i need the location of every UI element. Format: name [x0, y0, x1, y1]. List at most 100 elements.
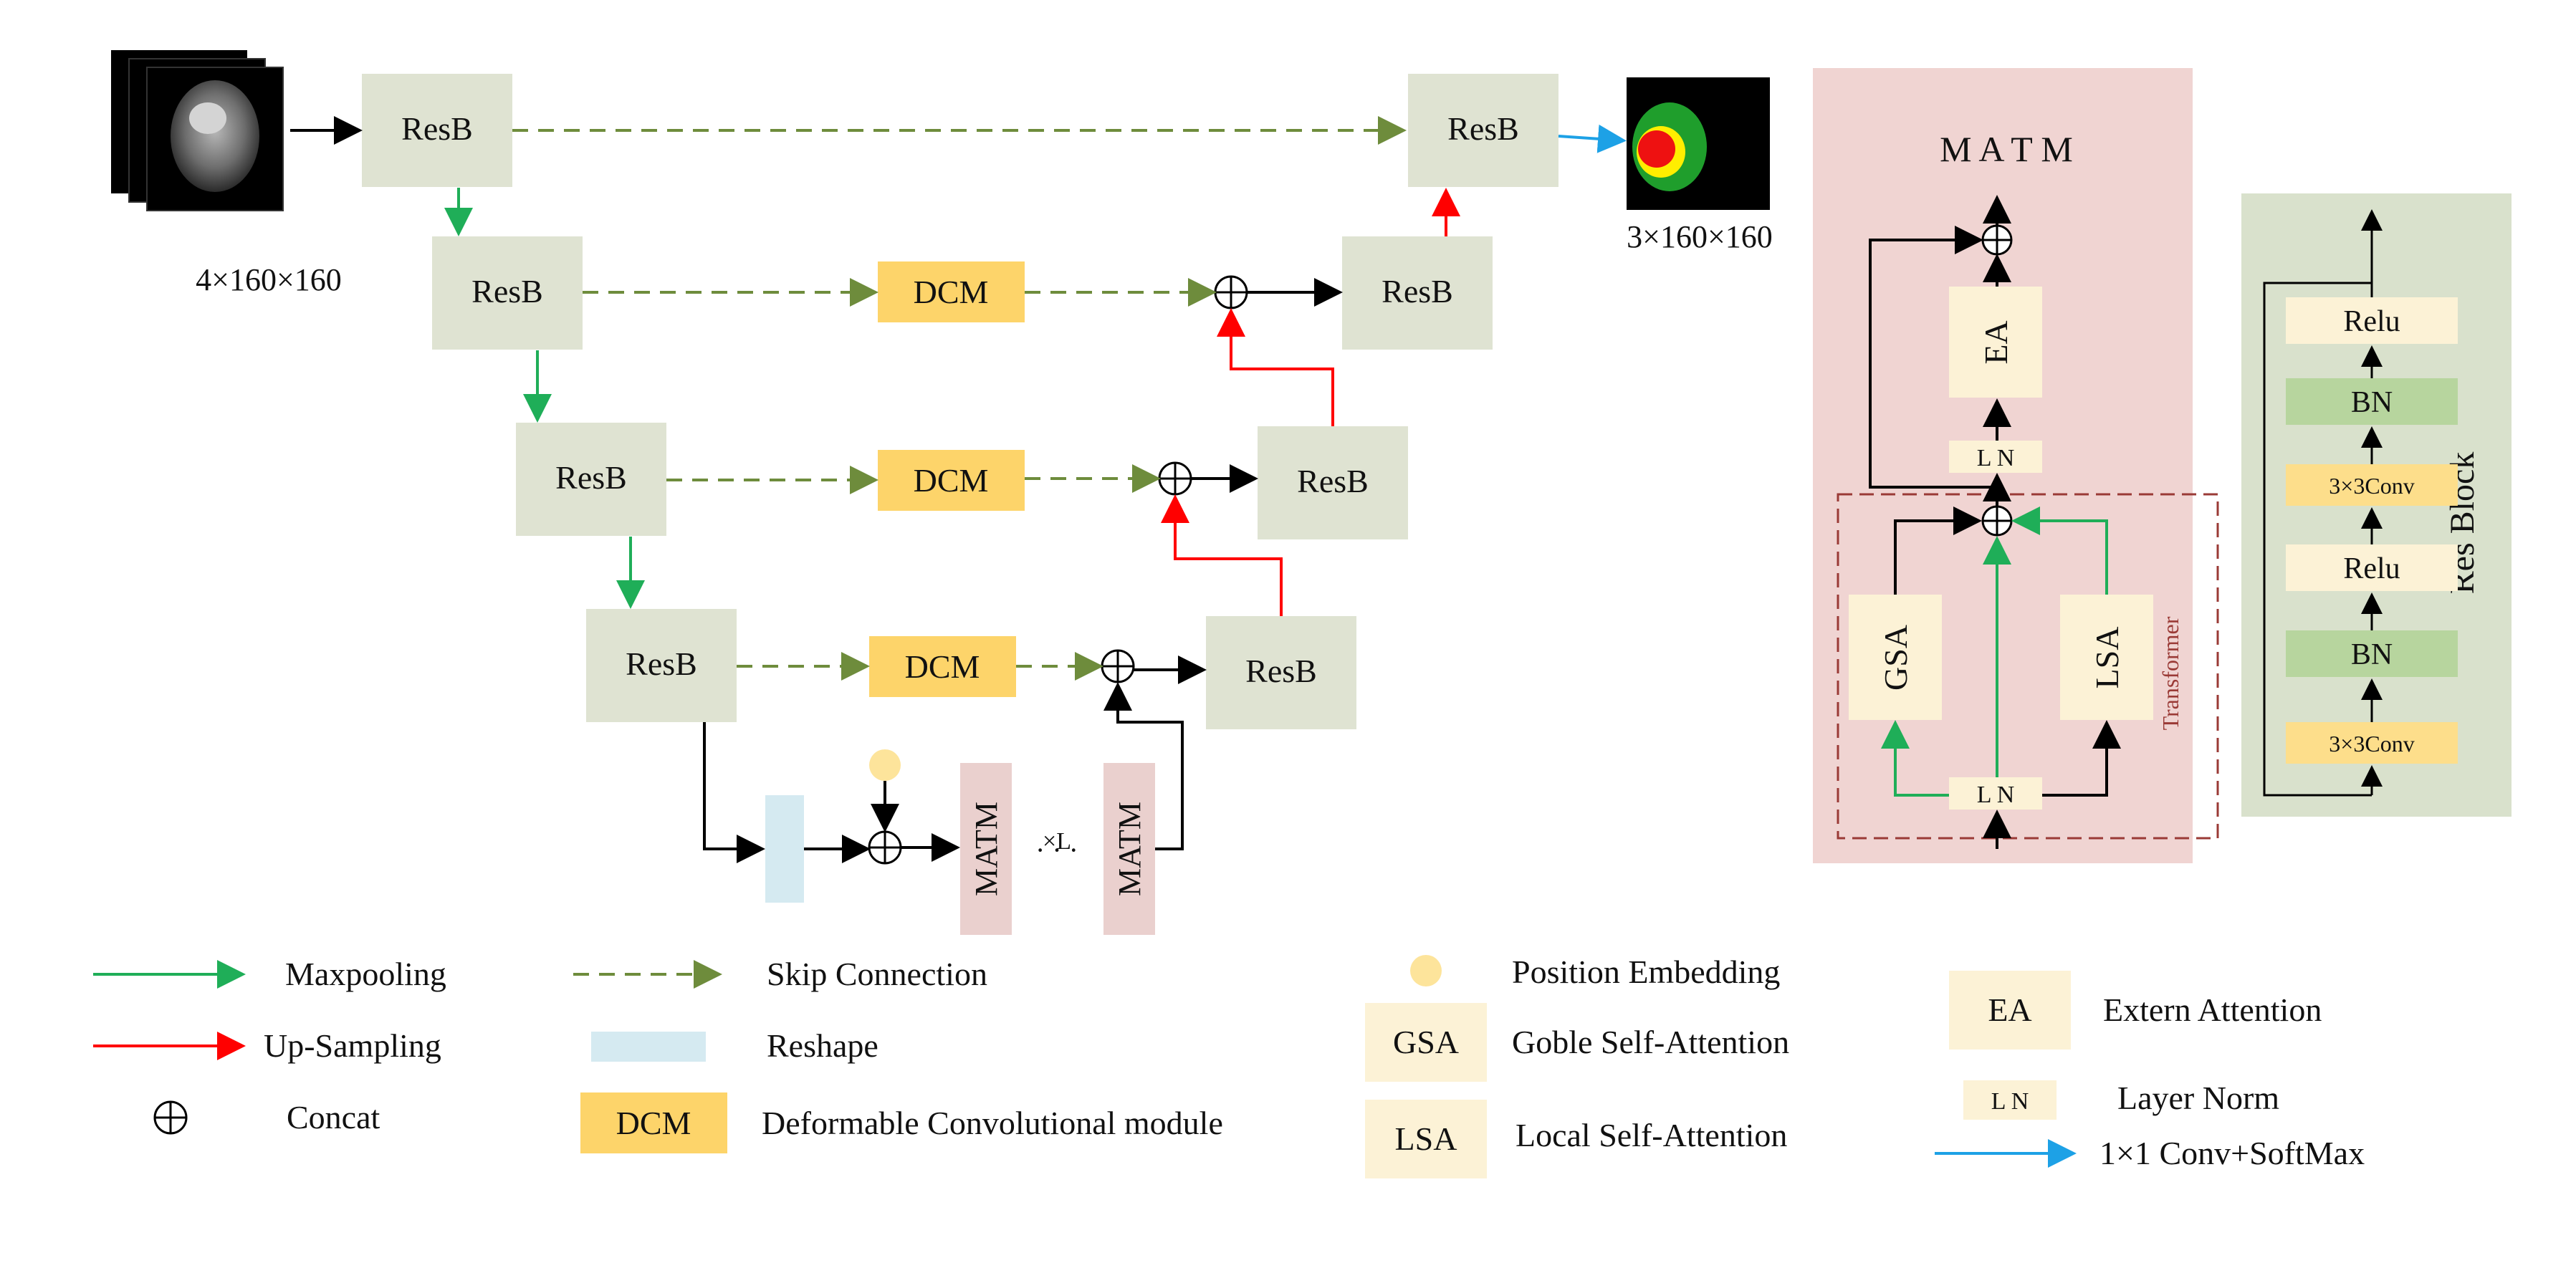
dcm-2: DCM — [878, 450, 1025, 511]
bn-block-top: BN — [2286, 378, 2458, 425]
relu-label: Relu — [2343, 305, 2400, 338]
resb-label: ResB — [1382, 273, 1453, 309]
resb-label: ResB — [555, 459, 627, 496]
conv-label: 3×3Conv — [2329, 731, 2414, 757]
legend-position: Position Embedding — [1512, 954, 1780, 990]
matm-block-1: MATM — [960, 763, 1012, 935]
dcm-1: DCM — [878, 261, 1025, 322]
ln-block-lower: L N — [1949, 777, 2042, 810]
legend: Maxpooling Up-Sampling Concat Skip Conne… — [93, 954, 2365, 1178]
legend-ln-swatch: L N — [1963, 1080, 2057, 1120]
upsample-arrow — [1161, 494, 1283, 616]
ea-label: EA — [1978, 320, 2014, 364]
matm-title: M A T M — [1940, 129, 2073, 169]
resb-label: ResB — [1245, 653, 1317, 689]
ln-label: L N — [1977, 445, 2015, 471]
legend-lsa: Local Self-Attention — [1516, 1117, 1787, 1153]
conv-block-top: 3×3Conv — [2286, 464, 2458, 506]
relu-label: Relu — [2343, 552, 2400, 585]
res-shortcut-line — [2263, 282, 2372, 797]
legend-dcm: Deformable Convolutional module — [762, 1105, 1223, 1141]
resb-enc-3: ResB — [516, 423, 666, 536]
legend-skip: Skip Connection — [767, 956, 987, 992]
legend-ea: Extern Attention — [2103, 991, 2322, 1028]
relu-block-bottom: Relu — [2286, 544, 2458, 591]
resb-dec-1: ResB — [1206, 616, 1356, 729]
legend-reshape: Reshape — [767, 1027, 878, 1064]
lsa-block: LSA — [2060, 595, 2153, 720]
matm-label: MATM — [1112, 802, 1147, 896]
resb-label: ResB — [1297, 463, 1369, 499]
resb-label: ResB — [471, 273, 543, 309]
ea-block: EA — [1949, 287, 2042, 398]
relu-block-top: Relu — [2286, 297, 2458, 344]
ln-label: L N — [1991, 1088, 2029, 1115]
repeat-label: ×L — [1043, 828, 1071, 855]
resb-enc-1: ResB — [362, 74, 512, 187]
legend-gsa: Goble Self-Attention — [1512, 1024, 1789, 1060]
matm-residual-arrow — [1869, 226, 1997, 489]
matm-label: MATM — [969, 802, 1004, 896]
legend-maxpooling: Maxpooling — [285, 956, 446, 992]
resb-label: ResB — [626, 645, 697, 682]
resb-enc-4: ResB — [586, 609, 737, 722]
dcm-label: DCM — [914, 274, 989, 310]
legend-gsa-swatch: GSA — [1365, 1003, 1487, 1082]
dcm-label: DCM — [616, 1105, 691, 1141]
conv-block-bottom: 3×3Conv — [2286, 722, 2458, 764]
ln-to-gsa-arrow — [1881, 720, 1949, 797]
legend-ln: Layer Norm — [2117, 1080, 2279, 1116]
matm-out-arrow — [1103, 682, 1184, 850]
position-embedding-dot — [869, 749, 901, 781]
ln-label: L N — [1977, 782, 2015, 808]
resb-dec-4: ResB — [1408, 74, 1558, 187]
ea-label: EA — [1988, 991, 2031, 1028]
legend-reshape-swatch — [591, 1032, 706, 1062]
lsa-label: LSA — [2089, 627, 2125, 689]
dcm-label: DCM — [914, 462, 989, 499]
transformer-label: Transformer — [2158, 616, 2183, 730]
gsa-out-arrow — [1894, 506, 1982, 595]
legend-softmax: 1×1 Conv+SoftMax — [2099, 1135, 2365, 1171]
ellipsis: · · · — [1035, 834, 1078, 866]
transformer-box — [1837, 493, 2219, 840]
output-size-label: 3×160×160 — [1627, 219, 1773, 254]
legend-lsa-swatch: LSA — [1365, 1100, 1487, 1178]
gsa-block: GSA — [1849, 595, 1942, 720]
bn-label: BN — [2351, 386, 2393, 419]
lsa-label: LSA — [1395, 1120, 1457, 1157]
softmax-arrow — [1558, 124, 1627, 153]
upsample-arrow — [1217, 308, 1334, 426]
bottleneck-arrow — [703, 722, 765, 863]
bn-label: BN — [2351, 638, 2393, 671]
legend-position-dot — [1410, 955, 1442, 986]
gsa-label: GSA — [1393, 1024, 1459, 1060]
gsa-label: GSA — [1877, 625, 1914, 691]
legend-concat-symbol — [153, 1100, 188, 1135]
legend-concat: Concat — [287, 1099, 380, 1135]
lsa-out-arrow — [2011, 506, 2108, 595]
reshape-block — [765, 795, 804, 903]
output-segmentation-map — [1627, 77, 1770, 210]
input-size-label: 4×160×160 — [196, 262, 342, 297]
resb-label: ResB — [1447, 110, 1519, 147]
resb-dec-3: ResB — [1342, 236, 1493, 350]
concat-symbol-2 — [1158, 461, 1192, 496]
concat-symbol-4 — [868, 830, 902, 865]
ln-block-upper: L N — [1949, 441, 2042, 473]
matm-block-2: MATM — [1103, 763, 1155, 935]
resb-dec-2: ResB — [1258, 426, 1408, 539]
legend-ea-swatch: EA — [1949, 971, 2071, 1050]
concat-symbol-3 — [1101, 649, 1135, 683]
bn-block-bottom: BN — [2286, 630, 2458, 677]
matm-concat-top — [1981, 224, 2013, 256]
ln-to-lsa-arrow — [2042, 720, 2121, 797]
matm-concat-middle — [1981, 505, 2013, 537]
dcm-3: DCM — [869, 636, 1016, 697]
input-mri-stack — [111, 50, 284, 211]
concat-symbol-1 — [1214, 275, 1248, 309]
resb-label: ResB — [401, 110, 473, 147]
legend-dcm-swatch: DCM — [580, 1092, 727, 1153]
conv-label: 3×3Conv — [2329, 473, 2414, 499]
